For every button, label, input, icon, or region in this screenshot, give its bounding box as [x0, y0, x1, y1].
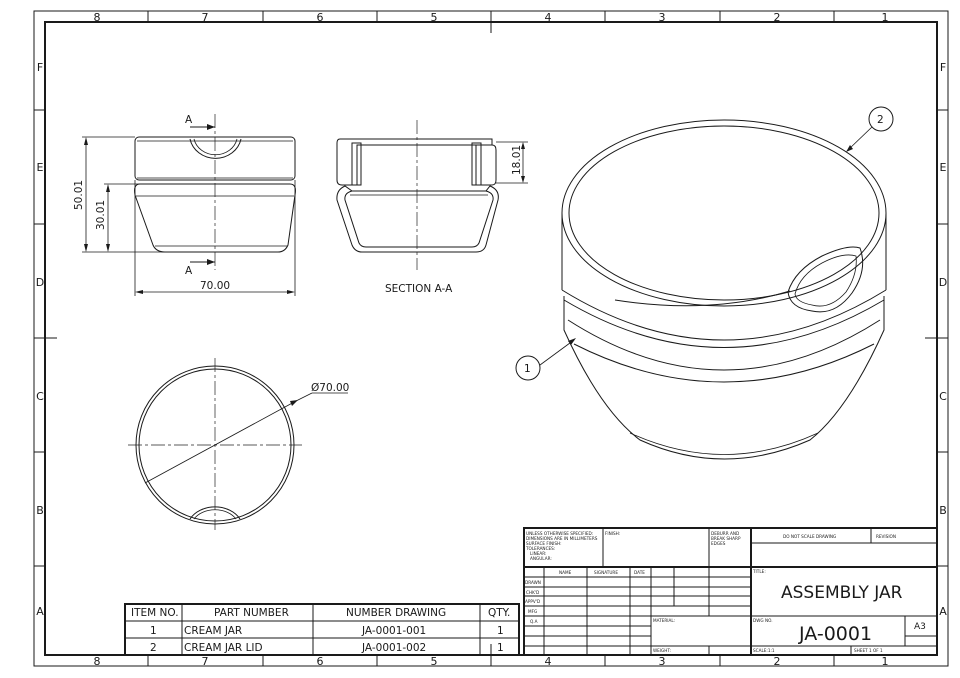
dim-overall-height: 50.01 [73, 180, 85, 210]
zone-col-8-bottom: 8 [94, 655, 101, 668]
inner-frame [44, 21, 938, 656]
note-angular: ANGULAR: [530, 556, 552, 561]
top-view[interactable]: Ø70.00 [128, 358, 349, 530]
title-block: UNLESS OTHERWISE SPECIFIED: DIMENSIONS A… [523, 527, 938, 656]
bom-header-qty: QTY. [488, 607, 510, 619]
bom-row-1-item: 1 [150, 625, 157, 637]
dim-body-height: 30.01 [95, 200, 107, 230]
sheet-count: SHEET 1 OF 1 [854, 648, 883, 653]
bom-header-item: ITEM NO. [131, 607, 179, 619]
zone-col-4-bottom: 4 [545, 655, 552, 668]
bom-table: ITEM NO. PART NUMBER NUMBER DRAWING QTY.… [124, 603, 520, 656]
zone-row-e-right: E [940, 161, 947, 174]
section-marker-bottom: A [185, 265, 193, 277]
zone-row-c: C [36, 390, 44, 403]
drawing-title: ASSEMBLY JAR [781, 583, 903, 603]
row-approved: APPV'D [525, 599, 540, 604]
zone-col-1: 1 [882, 11, 889, 24]
balloon-1: 1 [524, 363, 531, 375]
section-marker-top: A [185, 114, 193, 126]
note-unless-specified: UNLESS OTHERWISE SPECIFIED: [526, 531, 593, 536]
dwg-no-label: DWG NO. [753, 618, 773, 623]
bom-row-1-part: CREAM JAR [184, 625, 242, 637]
bom-header-part: PART NUMBER [214, 607, 289, 619]
dim-lid-height: 18.01 [511, 145, 523, 175]
zone-row-a: A [36, 605, 44, 618]
note-dimensions: DIMENSIONS ARE IN MILLIMETERS [526, 536, 598, 541]
deburr-line-1: DEBURR AND [711, 531, 739, 536]
zone-col-2: 2 [774, 11, 781, 24]
material-label: MATERIAL: [653, 618, 675, 623]
zone-col-1-bottom: 1 [882, 655, 889, 668]
sheet-size: A3 [914, 622, 926, 632]
row-mfg: MFG [528, 609, 537, 614]
col-name: NAME [559, 570, 572, 575]
zone-row-d: D [36, 276, 44, 289]
weight-label: WEIGHT: [653, 648, 671, 653]
zone-col-6: 6 [317, 11, 324, 24]
zone-col-5-bottom: 5 [431, 655, 438, 668]
bom-row-1-drawing: JA-0001-001 [361, 625, 426, 637]
zone-labels-right: F E D C B A [939, 61, 947, 618]
zone-labels-bottom: 8 7 6 5 4 3 2 1 [94, 655, 889, 668]
row-checked: CHK'D [526, 590, 539, 595]
zone-col-5: 5 [431, 11, 438, 24]
zone-row-e: E [37, 161, 44, 174]
section-view[interactable]: 18.01 SECTION A-A [336, 120, 528, 295]
dim-diameter: Ø70.00 [311, 382, 349, 394]
revision-label: REVISION [876, 534, 896, 539]
zone-row-c-right: C [939, 390, 947, 403]
balloon-2: 2 [877, 114, 884, 126]
dim-width: 70.00 [200, 280, 230, 292]
isometric-view[interactable]: 1 2 [515, 106, 894, 460]
bom-row-2-item: 2 [150, 642, 157, 654]
row-qa: Q.A [530, 619, 538, 624]
zone-col-3-bottom: 3 [659, 655, 666, 668]
bom-row-1-qty: 1 [497, 625, 504, 637]
zone-labels-top: 8 7 6 5 4 3 2 1 [94, 11, 889, 24]
bom-row-2-part: CREAM JAR LID [184, 642, 263, 654]
zone-row-b-right: B [939, 504, 947, 517]
title-label: TITLE: [752, 569, 766, 574]
deburr-line-3: EDGES [711, 541, 726, 546]
note-linear: LINEAR: [530, 551, 546, 556]
zone-row-f-right: F [940, 61, 946, 74]
col-date: DATE [634, 570, 645, 575]
zone-row-d-right: D [939, 276, 947, 289]
zone-col-3: 3 [659, 11, 666, 24]
zone-col-6-bottom: 6 [317, 655, 324, 668]
zone-row-f: F [37, 61, 43, 74]
do-not-scale-label: DO NOT SCALE DRAWING [783, 534, 836, 539]
bom-row-2-drawing: JA-0001-002 [361, 642, 426, 654]
row-drawn: DRAWN [525, 580, 541, 585]
front-view[interactable]: A A 50.01 30.01 70.00 [73, 114, 296, 296]
zone-labels-left: F E D C B A [36, 61, 44, 618]
note-surface-finish: SURFACE FINISH: [526, 541, 562, 546]
scale-label: SCALE:1:1 [753, 648, 775, 653]
zone-row-a-right: A [939, 605, 947, 618]
dwg-number: JA-0001 [798, 623, 872, 645]
deburr-line-2: BREAK SHARP [711, 536, 741, 541]
zone-row-b: B [36, 504, 44, 517]
zone-col-2-bottom: 2 [774, 655, 781, 668]
finish-label: FINISH: [605, 531, 620, 536]
bom-row-2-qty: 1 [497, 642, 504, 654]
col-signature: SIGNATURE [594, 570, 618, 575]
zone-col-7-bottom: 7 [202, 655, 209, 668]
zone-col-8: 8 [94, 11, 101, 24]
zone-col-4: 4 [545, 11, 552, 24]
section-label: SECTION A-A [385, 283, 453, 295]
bom-header-drawing: NUMBER DRAWING [346, 607, 446, 619]
note-tolerances: TOLERANCES: [525, 546, 555, 551]
zone-col-7: 7 [202, 11, 209, 24]
zone-dividers [34, 11, 948, 666]
